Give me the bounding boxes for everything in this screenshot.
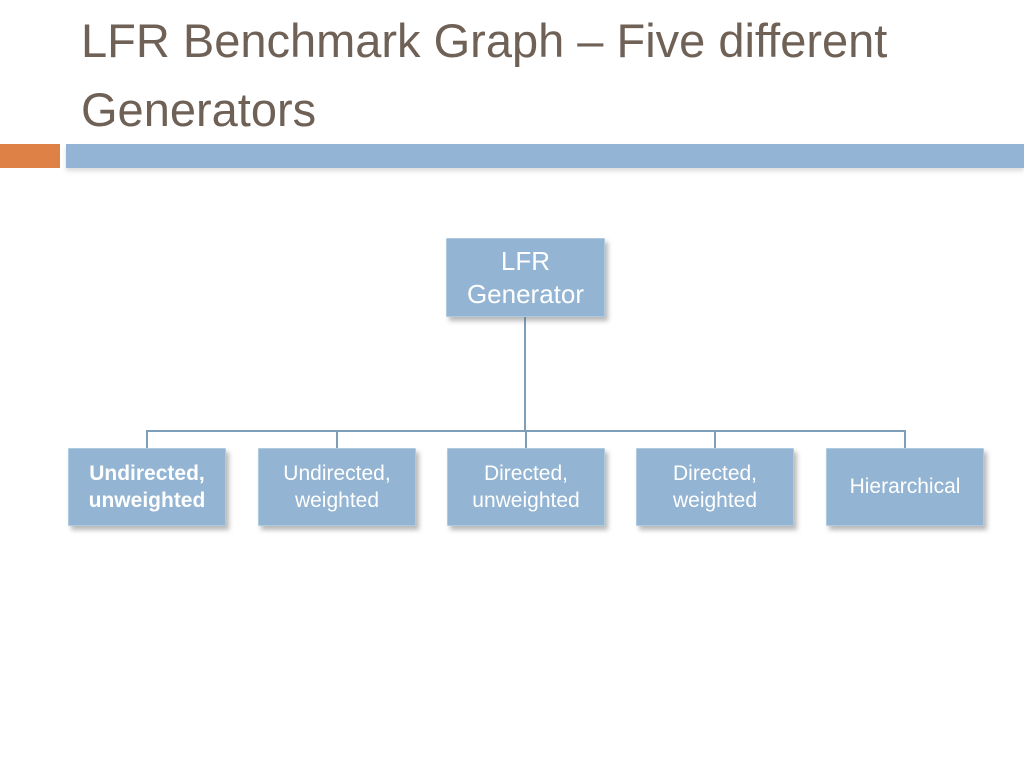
node-undirected-unweighted: Undirected, unweighted (68, 448, 226, 526)
slide-title-line-2: Generators (81, 83, 317, 136)
node-directed-weighted: Directed, weighted (636, 448, 794, 526)
connector-drop-2 (336, 430, 338, 449)
node-hierarchical: Hierarchical (826, 448, 984, 526)
title-accent-orange-block (0, 144, 60, 168)
slide-title-line-1: LFR Benchmark Graph – Five different (81, 14, 888, 67)
connector-drop-1 (146, 430, 148, 449)
connector-drop-3 (525, 430, 527, 449)
connector-drop-4 (714, 430, 716, 449)
node-directed-unweighted: Directed, unweighted (447, 448, 605, 526)
connector-root-stem (524, 316, 526, 431)
connector-drop-5 (904, 430, 906, 449)
node-lfr-generator: LFR Generator (446, 238, 605, 317)
title-accent-blue-bar (66, 144, 1024, 168)
slide-title: LFR Benchmark Graph – Five different Gen… (81, 6, 981, 144)
node-undirected-weighted: Undirected, weighted (258, 448, 416, 526)
